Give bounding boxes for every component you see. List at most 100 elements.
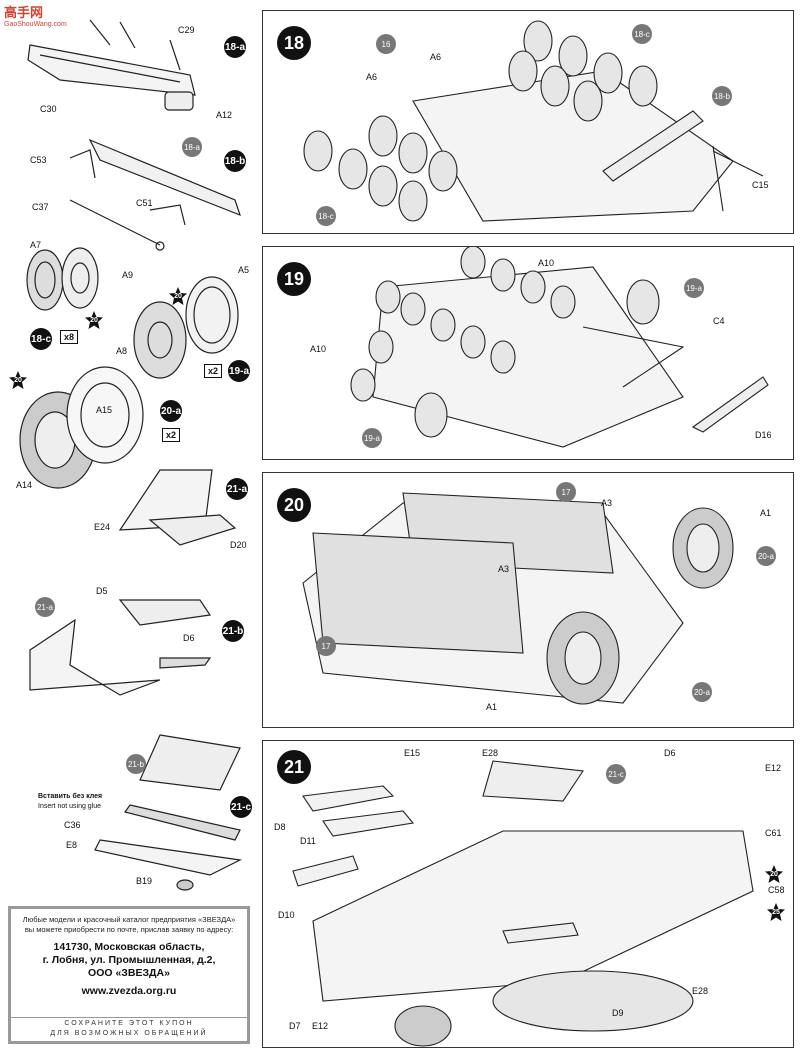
label-d11: D11 xyxy=(300,836,316,846)
ref-21a-sub: 21-a xyxy=(35,597,55,617)
ref-20a-bottom: 20-a xyxy=(692,682,712,702)
label-e12-right: E12 xyxy=(765,763,782,773)
label-c29: C29 xyxy=(178,25,195,35)
star-20-icon: 20 xyxy=(764,864,784,884)
label-a1-right: A1 xyxy=(760,508,772,518)
label-a5: A5 xyxy=(238,265,250,275)
coupon-footer: СОХРАНИТЕ ЭТОТ КУПОН ДЛЯ ВОЗМОЖНЫХ ОБРАЩ… xyxy=(11,1017,247,1041)
qty-20a: x2 xyxy=(162,428,181,442)
label-e28-bottom: E28 xyxy=(692,986,709,996)
ref-18b: 18-b xyxy=(712,86,732,106)
label-c58: C58 xyxy=(768,885,785,895)
label-d10: D10 xyxy=(278,910,295,920)
floor-e8 xyxy=(94,839,242,876)
ref-21b-badge: 21-b xyxy=(222,620,244,642)
rail-c36 xyxy=(124,804,241,841)
step-19-panel xyxy=(262,246,794,460)
label-d16: D16 xyxy=(755,430,772,440)
plate-d20 xyxy=(148,514,237,546)
label-c4: C4 xyxy=(713,316,725,326)
coupon-addr1: 141730, Московская область, xyxy=(53,941,205,953)
ref-21c-badge: 21-c xyxy=(230,796,252,818)
label-a10-top: A10 xyxy=(538,258,555,268)
sprocket-a8 xyxy=(133,301,187,379)
ref-18c-bottom: 18-c xyxy=(316,206,336,226)
ref-18a-badge: 18-a xyxy=(224,36,246,58)
ref-18c-top: 18-c xyxy=(632,24,652,44)
suspension-arm-c29 xyxy=(27,44,196,96)
panel-d5 xyxy=(118,599,212,626)
label-a8: A8 xyxy=(116,346,128,356)
label-a3-mid: A3 xyxy=(498,564,510,574)
ref-19a-left: 19-a xyxy=(362,428,382,448)
logo-title: 高手网 xyxy=(4,5,44,20)
ref-17-left: 17 xyxy=(316,636,336,656)
label-e12-bottom: E12 xyxy=(312,1021,329,1031)
step-20-panel xyxy=(262,472,794,728)
tire-a15 xyxy=(66,366,144,464)
label-c61: C61 xyxy=(765,828,782,838)
ref-19a-right: 19-a xyxy=(684,278,704,298)
mail-order-coupon: Любые модели и красочный каталог предпри… xyxy=(8,906,250,1044)
panel-assembly xyxy=(29,618,161,696)
note-ru: Вставить без клея xyxy=(38,793,103,800)
ref-17-top: 17 xyxy=(556,482,576,502)
knob-b19 xyxy=(176,879,194,891)
step-21-panel xyxy=(262,740,794,1048)
label-a10-left: A10 xyxy=(310,344,327,354)
label-d7: D7 xyxy=(289,1021,301,1031)
label-d9: D9 xyxy=(612,1008,624,1018)
label-c37: C37 xyxy=(32,202,49,212)
coupon-address: 141730, Московская область, г. Лобня, ул… xyxy=(11,941,247,980)
label-a15: A15 xyxy=(96,405,113,415)
label-d20: D20 xyxy=(230,540,247,550)
step-20-number: 20 xyxy=(277,488,311,522)
star-20-text: 20 xyxy=(90,316,98,324)
star-20-text: 20 xyxy=(174,292,182,300)
step-20-drawing xyxy=(302,492,734,705)
star-25-icon: 25 xyxy=(766,902,786,922)
ref-18a-sub: 18-a xyxy=(182,137,202,157)
label-a7: A7 xyxy=(30,240,42,250)
step-21-drawing xyxy=(292,760,754,1047)
note-en: Insert not using glue xyxy=(38,803,102,810)
label-d6: D6 xyxy=(183,633,195,643)
step-21-number: 21 xyxy=(277,750,311,784)
ref-16: 16 xyxy=(376,34,396,54)
coupon-line2: вы можете приобрести по почте, прислав з… xyxy=(24,925,234,934)
label-a6-left: A6 xyxy=(366,72,378,82)
coupon-url[interactable]: www.zvezda.org.ru xyxy=(81,985,177,997)
label-e28-top: E28 xyxy=(482,748,499,758)
ref-20a-badge: 20-a xyxy=(160,400,182,422)
coupon-line1: Любые модели и красочный каталог предпри… xyxy=(22,915,236,924)
label-c30: C30 xyxy=(40,104,57,114)
label-d6: D6 xyxy=(664,748,676,758)
label-e8: E8 xyxy=(66,840,78,850)
label-a12: A12 xyxy=(216,110,233,120)
label-a3-top: A3 xyxy=(601,498,613,508)
panel-21b xyxy=(139,734,241,791)
coupon-footer2: ДЛЯ ВОЗМОЖНЫХ ОБРАЩЕНИЙ xyxy=(50,1030,208,1037)
ref-18c-badge: 18-c xyxy=(30,328,52,350)
label-e24: E24 xyxy=(94,522,111,532)
label-e15: E15 xyxy=(404,748,421,758)
qty-18c: x8 xyxy=(60,330,79,344)
step-19-drawing xyxy=(350,247,769,448)
coupon-addr2: г. Лобня, ул. Промышленная, д.2, xyxy=(42,954,216,966)
star-20-icon: 20 xyxy=(84,310,104,330)
step-18-panel xyxy=(262,10,794,234)
label-c51: C51 xyxy=(136,198,153,208)
ref-20a-right: 20-a xyxy=(756,546,776,566)
step-18-drawing xyxy=(303,20,764,222)
label-a6-top: A6 xyxy=(430,52,442,62)
qty-19a: x2 xyxy=(204,364,223,378)
label-a1-left: A1 xyxy=(486,702,498,712)
ref-21c: 21-c xyxy=(606,764,626,784)
label-c53: C53 xyxy=(30,155,47,165)
logo-url: GaoShouWang.com xyxy=(4,21,67,28)
star-20-text: 20 xyxy=(14,376,22,384)
coupon-footer1: СОХРАНИТЕ ЭТОТ КУПОН xyxy=(64,1020,194,1027)
arm-assembly xyxy=(88,138,241,217)
label-c15: C15 xyxy=(752,180,769,190)
label-d8: D8 xyxy=(274,822,286,832)
